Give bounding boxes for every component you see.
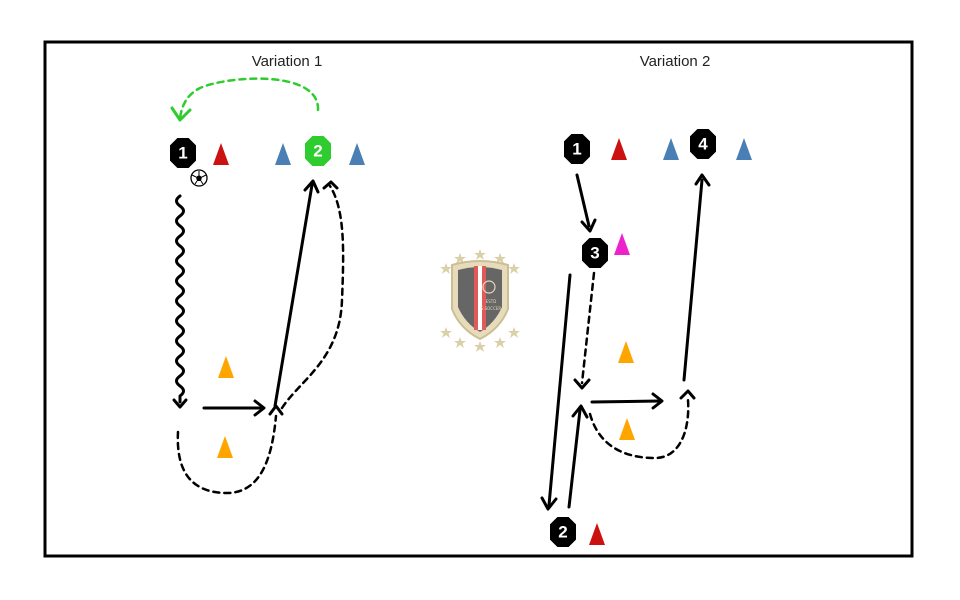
player-1-marker[interactable]: 1: [170, 138, 196, 168]
rotation-arrow-head: [170, 106, 192, 122]
rotation-arrow: [178, 77, 320, 120]
player-1-octagon: [564, 134, 590, 164]
club-crest-logo: ESTD S.SOCCER: [440, 249, 520, 352]
variation-1-title: Variation 1: [252, 53, 323, 70]
run-path-up-head: [322, 180, 339, 190]
pass-arrow-up-to-4: [682, 178, 704, 382]
player-2-label: 2: [558, 523, 567, 542]
run-path-loop-v2-head: [679, 389, 696, 400]
player-2-label: 2: [313, 142, 322, 161]
run-path-loop: [176, 414, 278, 495]
pass-arrow-up-to-4-head: [694, 173, 711, 187]
player-2-octagon: [550, 517, 576, 547]
player-3-label: 3: [590, 244, 599, 263]
player-4-marker[interactable]: 4: [690, 129, 716, 159]
run-path-loop-head: [268, 404, 284, 416]
dribble-path: [175, 194, 185, 404]
player-2-marker-v2[interactable]: 2: [550, 517, 576, 547]
player-2-octagon: [305, 136, 331, 166]
svg-text:ESTD: ESTD: [486, 299, 497, 304]
pass-arrow-right-v2: [590, 399, 662, 404]
player-3-marker[interactable]: 3: [582, 238, 608, 268]
player-2-marker-highlighted[interactable]: 2: [305, 136, 331, 166]
variation-2-title: Variation 2: [640, 53, 711, 70]
pass-arrow-up-from-2: [567, 408, 582, 509]
run-path-up: [280, 184, 345, 410]
soccer-ball-icon[interactable]: [190, 169, 208, 187]
pass-arrow-down-to-2-head: [540, 496, 558, 511]
pass-arrow-up-head: [303, 179, 320, 194]
pass-arrow-up: [273, 183, 314, 408]
player-4-octagon: [690, 129, 716, 159]
pass-arrow-1-to-3-head: [580, 218, 597, 233]
player-1-marker-v2[interactable]: 1: [564, 134, 590, 164]
pass-arrow-right-v2-head: [651, 392, 664, 410]
player-4-label: 4: [698, 135, 708, 154]
player-1-octagon: [170, 138, 196, 168]
pass-arrow-right-head: [253, 399, 266, 417]
dribble-arrow-head: [172, 398, 188, 409]
run-path-3-down-head: [573, 378, 591, 390]
run-path-3-down: [580, 271, 596, 385]
player-3-octagon: [582, 238, 608, 268]
player-1-label: 1: [572, 140, 581, 159]
pass-arrow-1-to-3: [575, 173, 591, 228]
pass-arrow-up-from-2-head: [571, 404, 589, 419]
player-1-label: 1: [178, 144, 187, 163]
variation-2-group: 1 4 3 2: [540, 129, 752, 547]
run-path-loop-v2: [588, 398, 690, 460]
svg-text:S.SOCCER: S.SOCCER: [481, 306, 502, 311]
variation-1-group: 1 2: [170, 77, 365, 495]
pass-arrow-down-to-2: [547, 273, 572, 507]
